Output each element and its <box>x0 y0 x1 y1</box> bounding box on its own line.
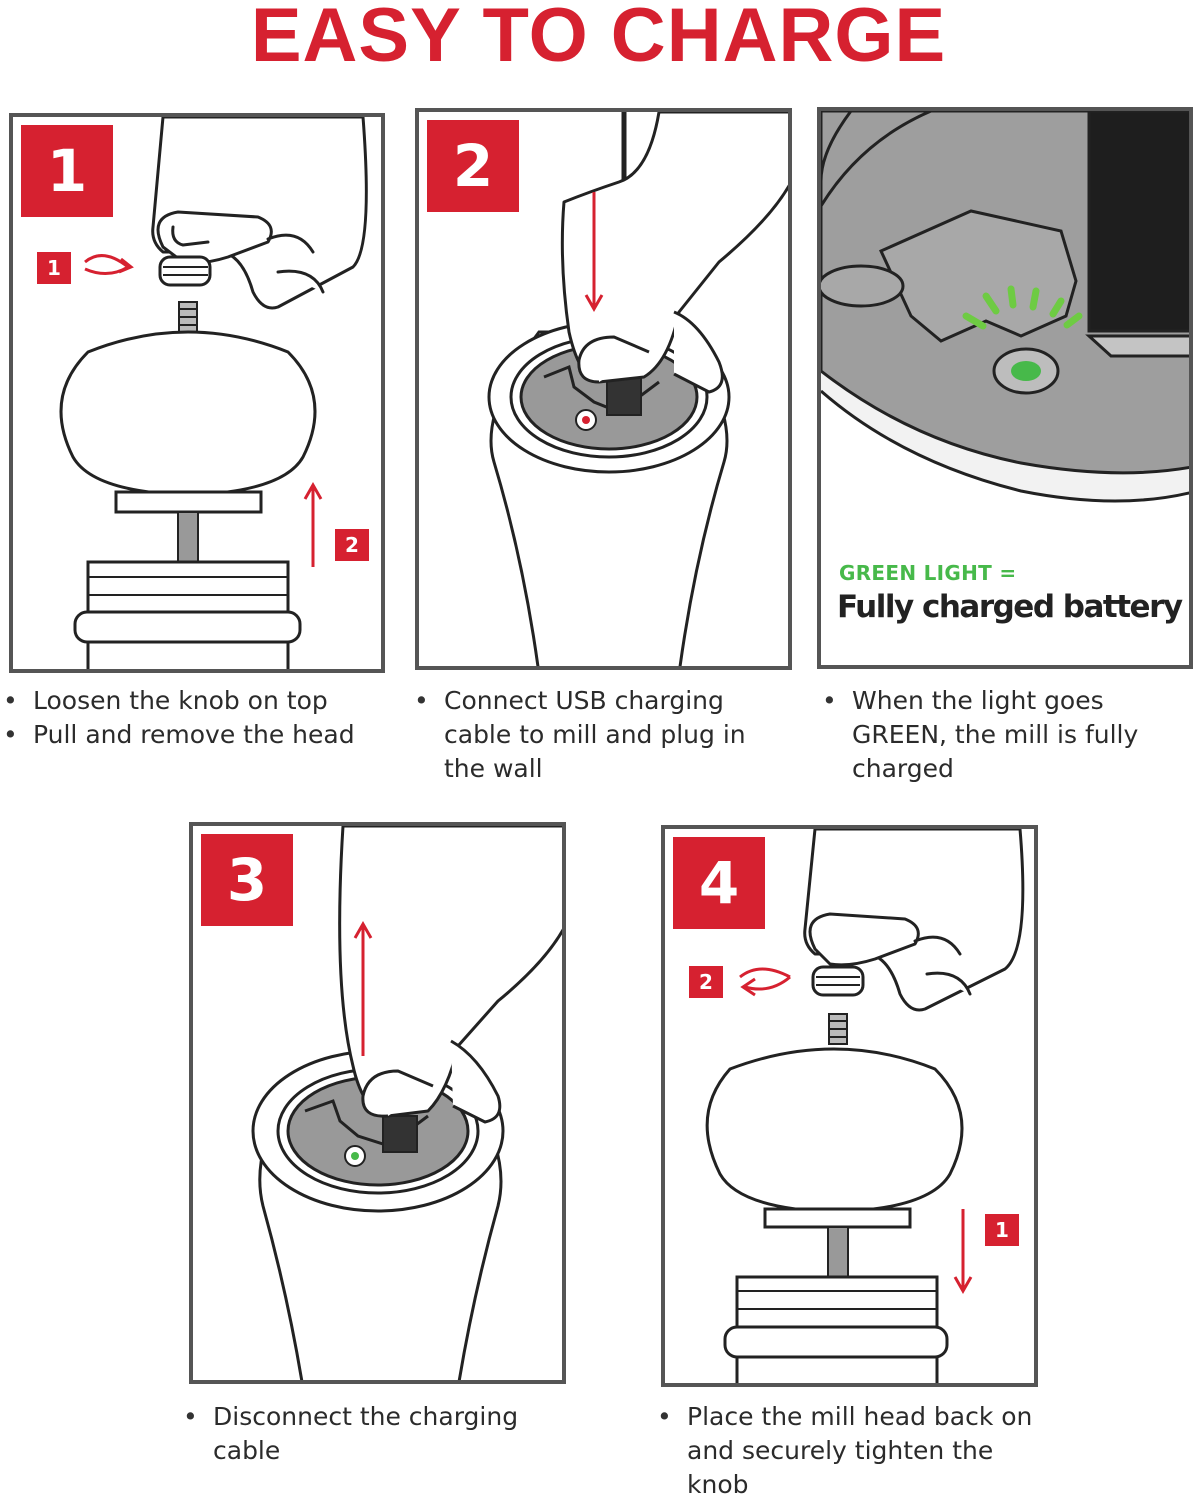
step-3-panel: 3 <box>189 822 566 1384</box>
step-1-illustration <box>59 117 368 669</box>
instruction-item: Disconnect the charging cable <box>183 1400 573 1468</box>
substep-badge: 2 <box>335 529 369 561</box>
step-badge: 4 <box>673 837 765 929</box>
step-4-panel: 4 2 1 <box>661 825 1038 1387</box>
instruction-item: When the light goes GREEN, the mill is f… <box>822 684 1192 786</box>
substep-badge: 1 <box>985 1214 1019 1246</box>
fully-charged-text: Fully charged battery <box>837 589 1183 625</box>
instruction-item: Place the mill head back on and securely… <box>657 1400 1037 1502</box>
instruction-item: Connect USB charging cable to mill and p… <box>414 684 794 786</box>
step-badge: 3 <box>201 834 293 926</box>
step-3-illustration <box>251 826 562 1380</box>
instruction-item: Pull and remove the head <box>3 718 393 752</box>
substep-badge: 1 <box>37 252 71 284</box>
green-light-label: GREEN LIGHT = <box>839 561 1017 585</box>
step-badge: 2 <box>427 120 519 212</box>
step-4-illustration <box>705 829 1025 1383</box>
page-title: EASY TO CHARGE <box>250 0 947 78</box>
instruction-item: Loosen the knob on top <box>3 684 393 718</box>
substep-badge: 2 <box>689 966 723 998</box>
step-3-instructions: Disconnect the charging cable <box>183 1400 573 1468</box>
green-light-instructions: When the light goes GREEN, the mill is f… <box>822 684 1192 786</box>
step-4-instructions: Place the mill head back on and securely… <box>657 1400 1037 1502</box>
step-1-instructions: Loosen the knob on top Pull and remove t… <box>3 684 393 752</box>
step-badge: 1 <box>21 125 113 217</box>
step-1-panel: 1 1 2 <box>9 113 385 673</box>
green-light-panel: GREEN LIGHT = Fully charged battery <box>817 107 1193 669</box>
step-2-instructions: Connect USB charging cable to mill and p… <box>414 684 794 786</box>
step-2-illustration <box>487 112 788 666</box>
green-light-illustration <box>821 111 1189 503</box>
step-2-panel: 2 <box>415 108 792 670</box>
